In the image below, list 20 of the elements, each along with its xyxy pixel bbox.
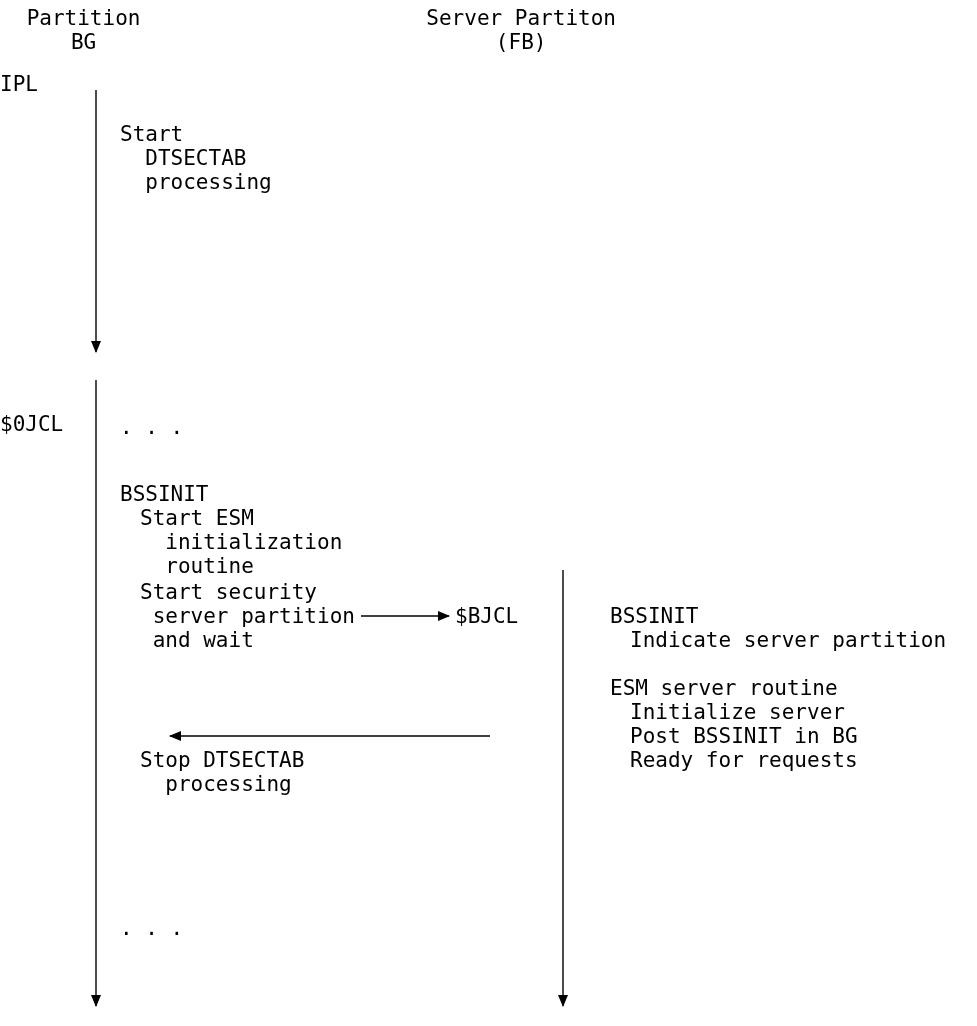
job-label: $BJCL — [455, 604, 519, 628]
annotation-text: Start DTSECTAB processing — [120, 122, 272, 194]
annotation-text: BSSINIT — [120, 482, 209, 506]
annotation-text: $0JCL — [0, 412, 64, 436]
annotation-text: Partition BG — [25, 6, 142, 54]
routine-step-text: Ready for requests — [629, 748, 858, 772]
annotation-text: Indicate server partition — [630, 628, 947, 652]
process-step-text: Start security server partition and wait — [140, 580, 355, 652]
arrow — [169, 731, 491, 741]
routine-step-text: Post BSSINIT in BG — [629, 724, 858, 748]
annotation-text: . . . — [120, 916, 184, 940]
routine-step-text: ESM server routine — [610, 676, 839, 700]
arrow — [360, 611, 450, 621]
routine-step-text: Initialize server — [629, 700, 846, 724]
annotation-text: Start ESM initialization routine — [140, 506, 343, 578]
annotation-text: IPL — [0, 72, 38, 96]
annotation-text: BSSINIT — [610, 604, 699, 628]
process-step-text: Stop DTSECTAB processing — [140, 736, 330, 796]
annotation-text: Server Partiton (FB) — [425, 6, 617, 54]
annotation-text: . . . — [120, 415, 184, 439]
